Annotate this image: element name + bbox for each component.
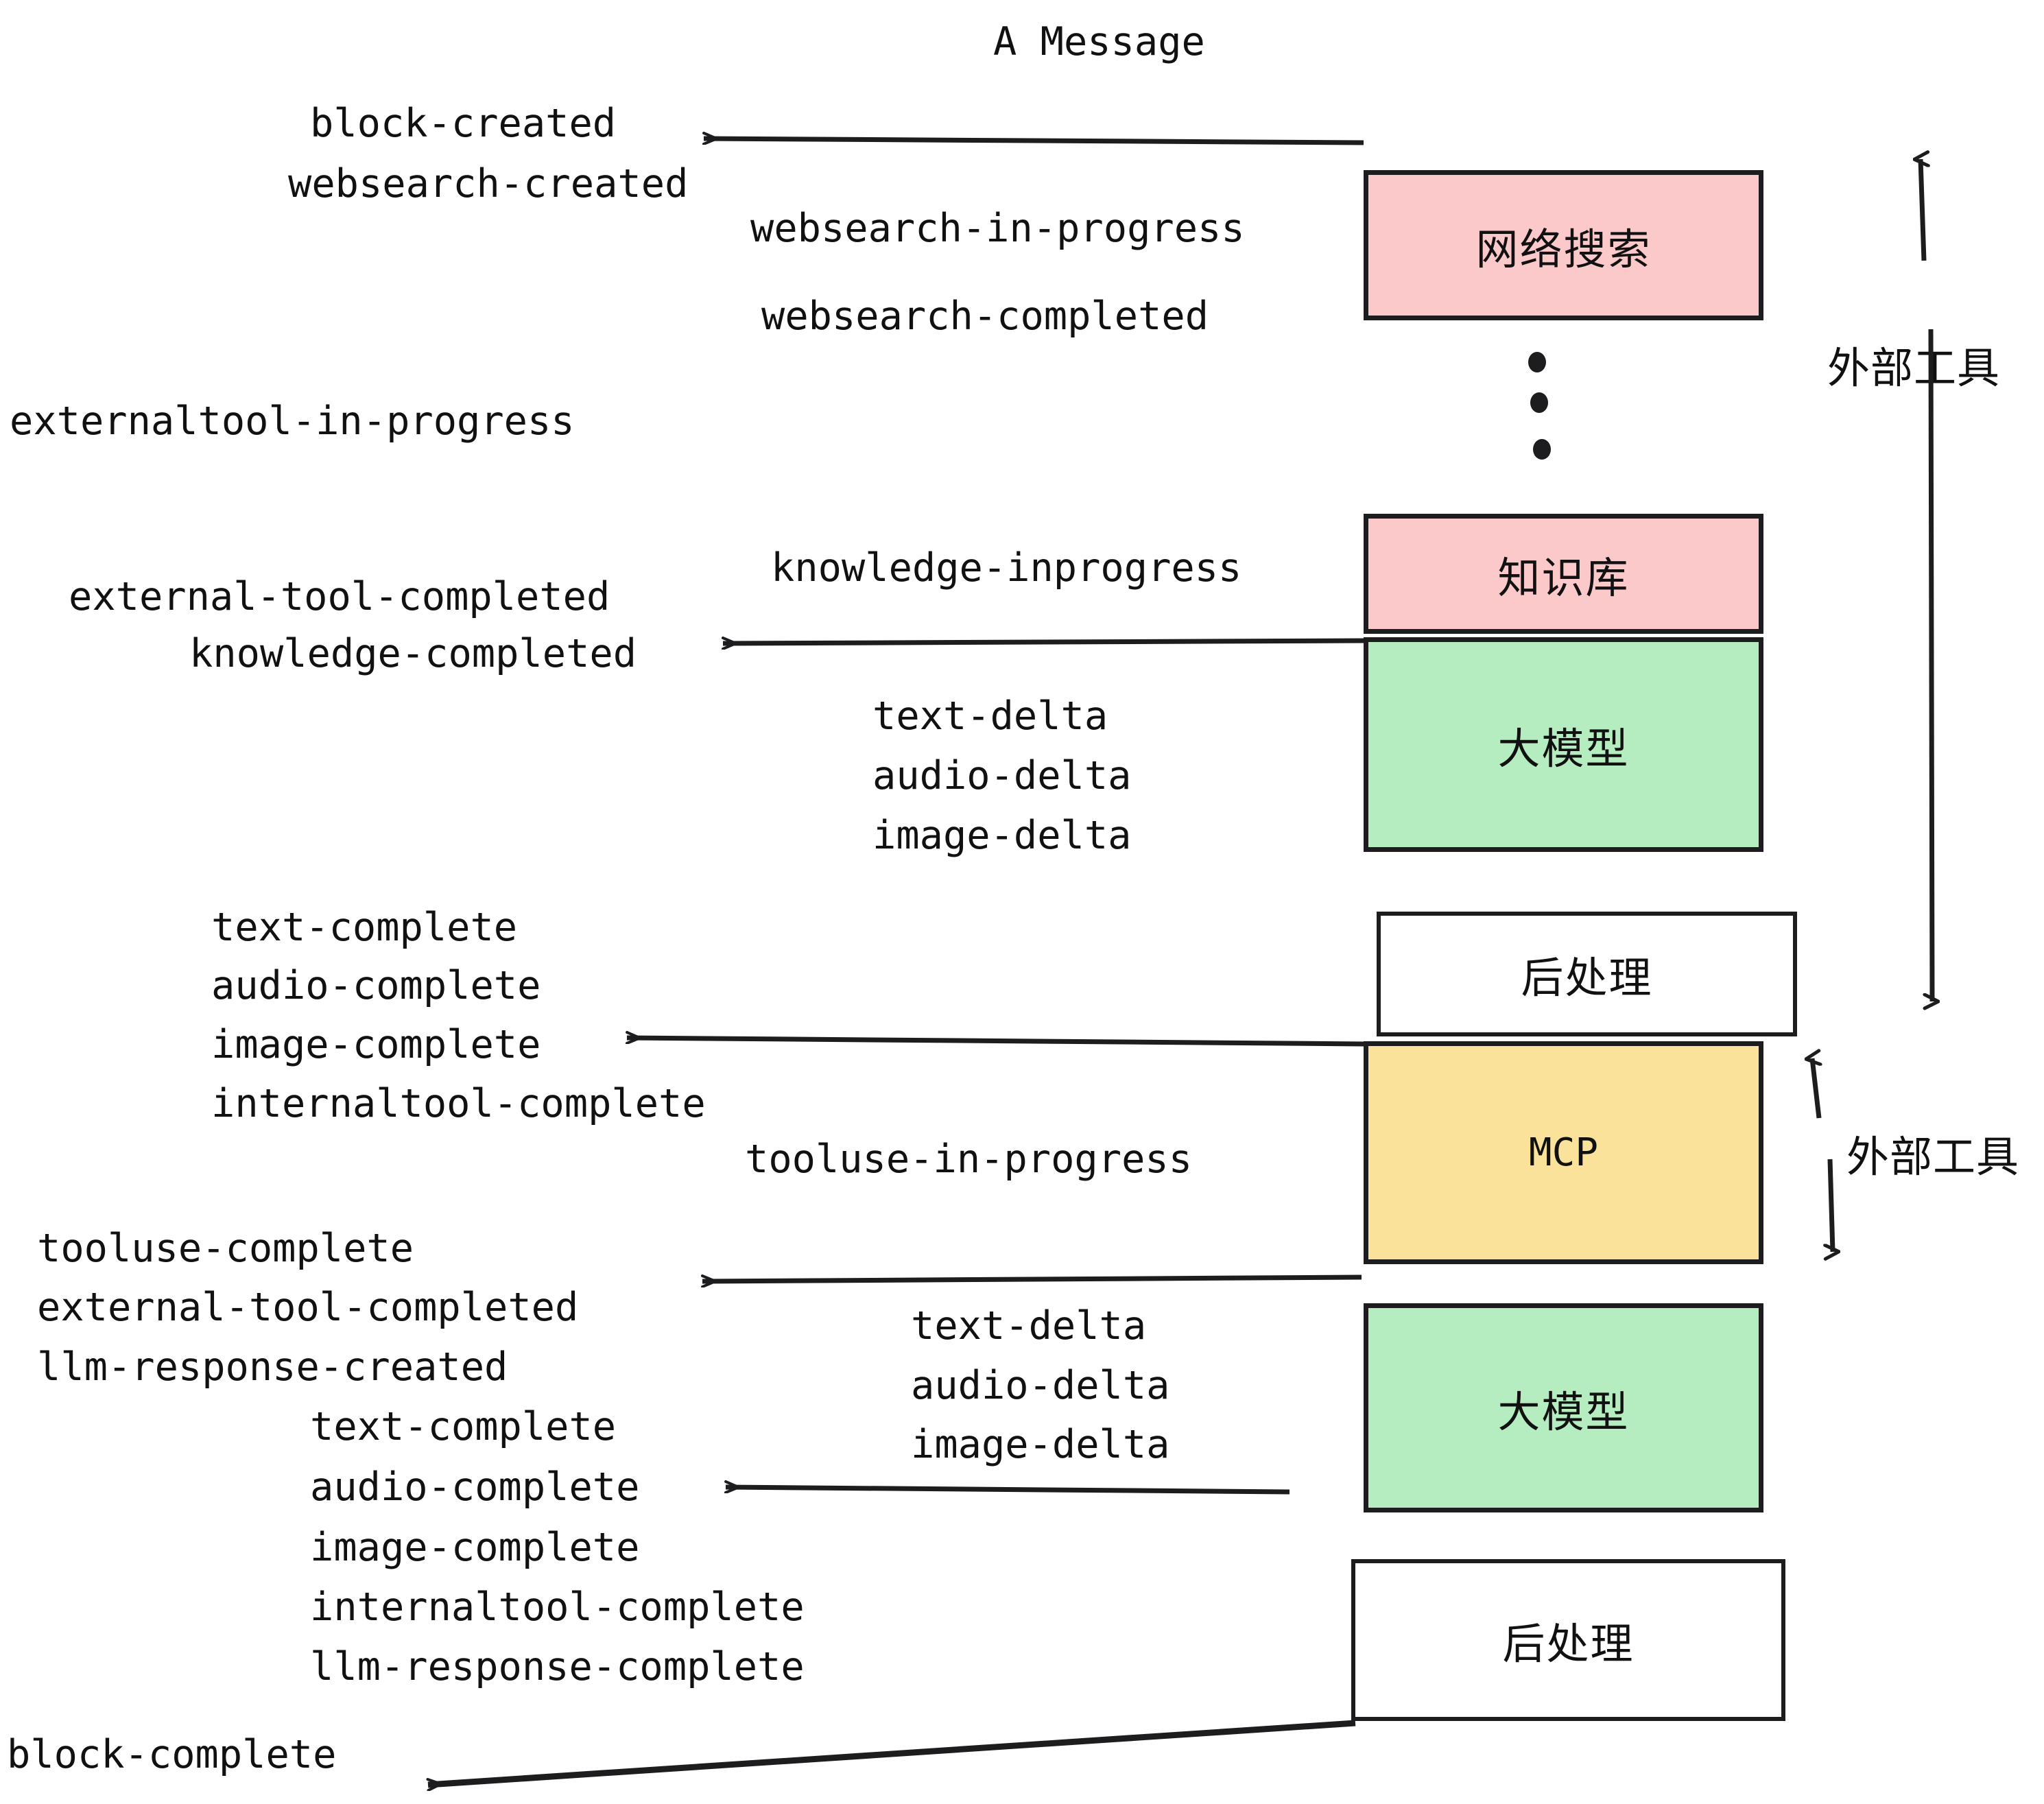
box-knowledge-label: 知识库 xyxy=(1497,552,1630,603)
arrow-postprocess-to-image-complete xyxy=(627,1038,1366,1047)
event-audio-delta-1: audio-delta xyxy=(872,753,1132,798)
event-image-complete-1: image-complete xyxy=(211,1022,541,1067)
box-llm-bottom-label: 大模型 xyxy=(1497,1386,1630,1437)
box-llm-top: 大模型 xyxy=(1364,637,1763,852)
event-audio-complete-1: audio-complete xyxy=(211,963,541,1008)
box-postprocess-bottom: 后处理 xyxy=(1351,1559,1785,1721)
box-postprocess-top-label: 后处理 xyxy=(1521,953,1653,1003)
arrow-llm-bottom-to-audio-complete xyxy=(726,1487,1290,1495)
event-internaltool-complete-2: internaltool-complete xyxy=(310,1585,805,1630)
scale-label-external-tool-bottom: 外部工具 xyxy=(1846,1132,2020,1182)
box-llm-bottom: 大模型 xyxy=(1364,1303,1763,1512)
box-knowledge: 知识库 xyxy=(1364,514,1763,634)
event-tooluse-in-progress: tooluse-in-progress xyxy=(745,1137,1193,1182)
ellipsis-dot-3 xyxy=(1533,439,1551,460)
event-image-complete-2: image-complete xyxy=(310,1525,640,1570)
box-websearch-label: 网络搜索 xyxy=(1475,224,1652,274)
box-mcp-label: MCP xyxy=(1528,1130,1599,1175)
scale-arrow-external-tool-top-down xyxy=(1931,329,1932,1001)
event-knowledge-completed: knowledge-completed xyxy=(189,631,637,676)
scale-arrow-external-tool-bottom-down xyxy=(1830,1159,1833,1252)
ellipsis-dot-2 xyxy=(1530,392,1548,413)
arrow-knowledge-to-knowledge-completed xyxy=(723,641,1364,643)
event-external-tool-completed-2: external-tool-completed xyxy=(37,1285,579,1330)
event-llm-response-created: llm-response-created xyxy=(37,1344,508,1390)
event-block-created: block-created xyxy=(310,101,617,146)
scale-arrow-external-tool-top-up xyxy=(1921,159,1924,261)
event-knowledge-inprogress: knowledge-inprogress xyxy=(771,545,1242,591)
event-text-delta-2: text-delta xyxy=(911,1303,1147,1349)
scale-label-external-tool-top: 外部工具 xyxy=(1827,343,2001,393)
ellipsis-dot-1 xyxy=(1528,352,1546,372)
diagram-title: A Message xyxy=(993,19,1205,64)
event-externaltool-in-progress: externaltool-in-progress xyxy=(10,399,575,444)
event-websearch-completed: websearch-completed xyxy=(761,294,1209,339)
event-tooluse-complete: tooluse-complete xyxy=(37,1226,414,1271)
event-block-complete: block-complete xyxy=(7,1732,337,1777)
box-postprocess-bottom-label: 后处理 xyxy=(1502,1619,1635,1669)
event-llm-response-complete: llm-response-complete xyxy=(310,1644,805,1689)
event-audio-delta-2: audio-delta xyxy=(911,1363,1170,1408)
event-websearch-in-progress: websearch-in-progress xyxy=(750,206,1245,251)
scale-arrow-external-tool-bottom-up xyxy=(1812,1058,1819,1119)
event-image-delta-1: image-delta xyxy=(872,813,1132,858)
event-audio-complete-2: audio-complete xyxy=(310,1464,640,1510)
event-external-tool-completed-1: external-tool-completed xyxy=(69,574,610,619)
arrow-mcp-to-tooluse-complete xyxy=(702,1277,1362,1281)
event-text-complete-2: text-complete xyxy=(310,1404,617,1449)
event-internaltool-complete-1: internaltool-complete xyxy=(211,1081,706,1126)
box-llm-top-label: 大模型 xyxy=(1497,723,1630,774)
event-image-delta-2: image-delta xyxy=(911,1422,1170,1467)
event-text-complete-1: text-complete xyxy=(211,905,518,950)
arrow-websearch-to-block-created xyxy=(704,139,1364,145)
arrow-postprocess-bottom-to-block-complete xyxy=(428,1720,1356,1785)
box-mcp: MCP xyxy=(1364,1041,1763,1264)
event-text-delta-1: text-delta xyxy=(872,693,1108,739)
box-postprocess-top: 后处理 xyxy=(1377,912,1797,1036)
box-websearch: 网络搜索 xyxy=(1364,170,1763,320)
event-websearch-created: websearch-created xyxy=(288,161,689,206)
